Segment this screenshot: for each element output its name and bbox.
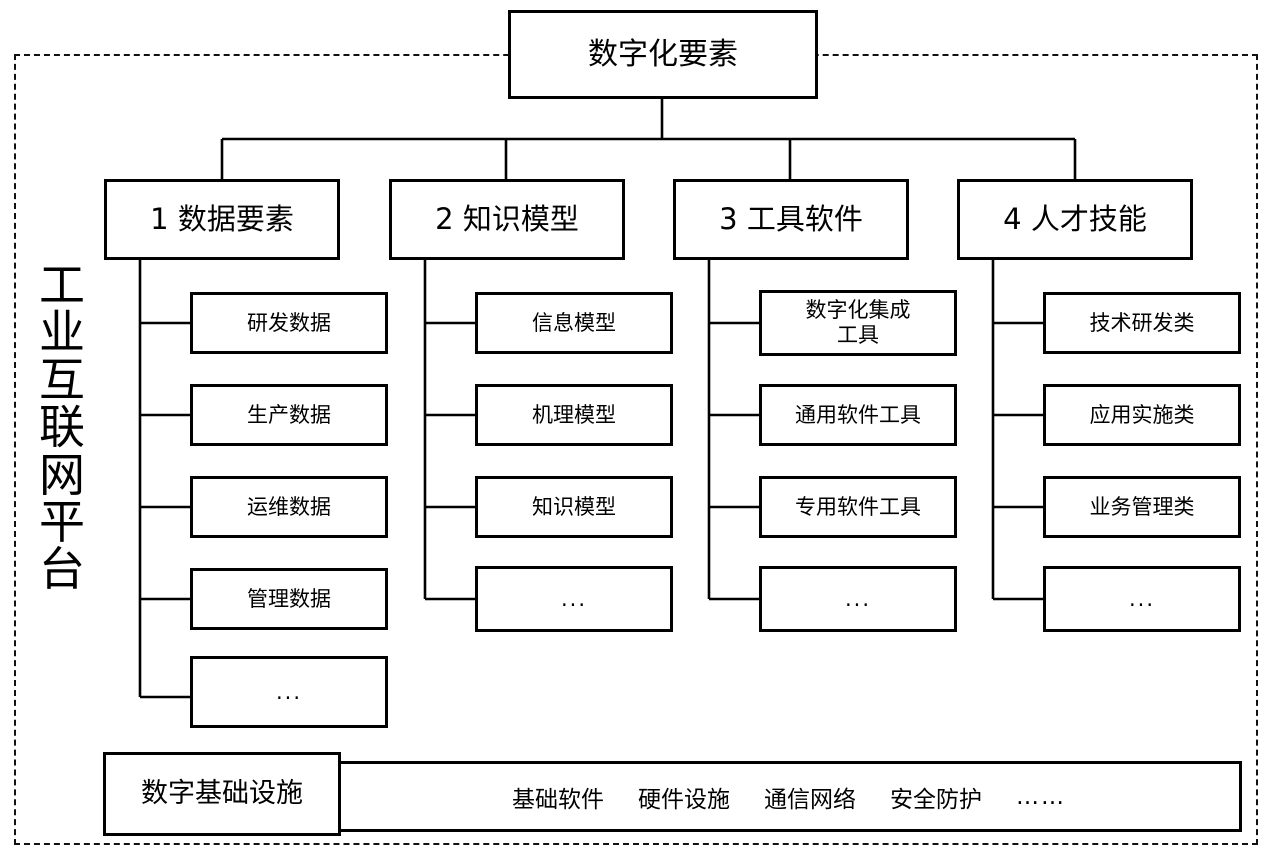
- infrastructure-item: 通信网络: [764, 786, 856, 813]
- leaf-node-ellipsis[interactable]: ...: [475, 566, 673, 632]
- leaf-node[interactable]: 知识模型: [475, 476, 673, 538]
- leaf-node-ellipsis[interactable]: ...: [759, 566, 957, 632]
- category-node-data-elements[interactable]: 1 数据要素: [104, 179, 340, 260]
- leaf-node[interactable]: 数字化集成 工具: [759, 290, 957, 356]
- leaf-node[interactable]: 生产数据: [190, 384, 388, 446]
- category-node-talent-skills[interactable]: 4 人才技能: [957, 179, 1193, 260]
- infrastructure-item: 硬件设施: [638, 786, 730, 813]
- leaf-node[interactable]: 通用软件工具: [759, 384, 957, 446]
- leaf-node[interactable]: 应用实施类: [1043, 384, 1241, 446]
- leaf-node[interactable]: 机理模型: [475, 384, 673, 446]
- leaf-node[interactable]: 管理数据: [190, 568, 388, 630]
- platform-label-char: 联: [39, 400, 85, 455]
- leaf-node[interactable]: 信息模型: [475, 292, 673, 354]
- leaf-node[interactable]: 研发数据: [190, 292, 388, 354]
- root-node[interactable]: 数字化要素: [508, 10, 818, 99]
- platform-label-char: 网: [39, 447, 85, 502]
- infrastructure-item-ellipsis: ……: [1016, 783, 1066, 810]
- platform-label-char: 工: [39, 258, 85, 312]
- leaf-node[interactable]: 技术研发类: [1043, 292, 1241, 354]
- infrastructure-bar[interactable]: 基础软件 硬件设施 通信网络 安全防护 ……: [336, 761, 1242, 832]
- leaf-node[interactable]: 业务管理类: [1043, 476, 1241, 538]
- platform-label-char: 平: [39, 494, 85, 549]
- leaf-node[interactable]: 运维数据: [190, 476, 388, 538]
- platform-label-char: 互: [39, 352, 85, 407]
- platform-vertical-label: 工 业 互 联 网 平 台: [30, 258, 94, 597]
- category-node-knowledge-models[interactable]: 2 知识模型: [389, 179, 625, 260]
- leaf-node[interactable]: 专用软件工具: [759, 476, 957, 538]
- platform-label-char: 业: [39, 305, 85, 360]
- platform-label-char: 台: [39, 542, 85, 597]
- leaf-node-ellipsis[interactable]: ...: [190, 656, 388, 728]
- infrastructure-item: 基础软件: [512, 786, 604, 813]
- infrastructure-item: 安全防护: [890, 786, 982, 813]
- category-node-tool-software[interactable]: 3 工具软件: [673, 179, 909, 260]
- infrastructure-label[interactable]: 数字基础设施: [103, 752, 341, 836]
- leaf-node-ellipsis[interactable]: ...: [1043, 566, 1241, 632]
